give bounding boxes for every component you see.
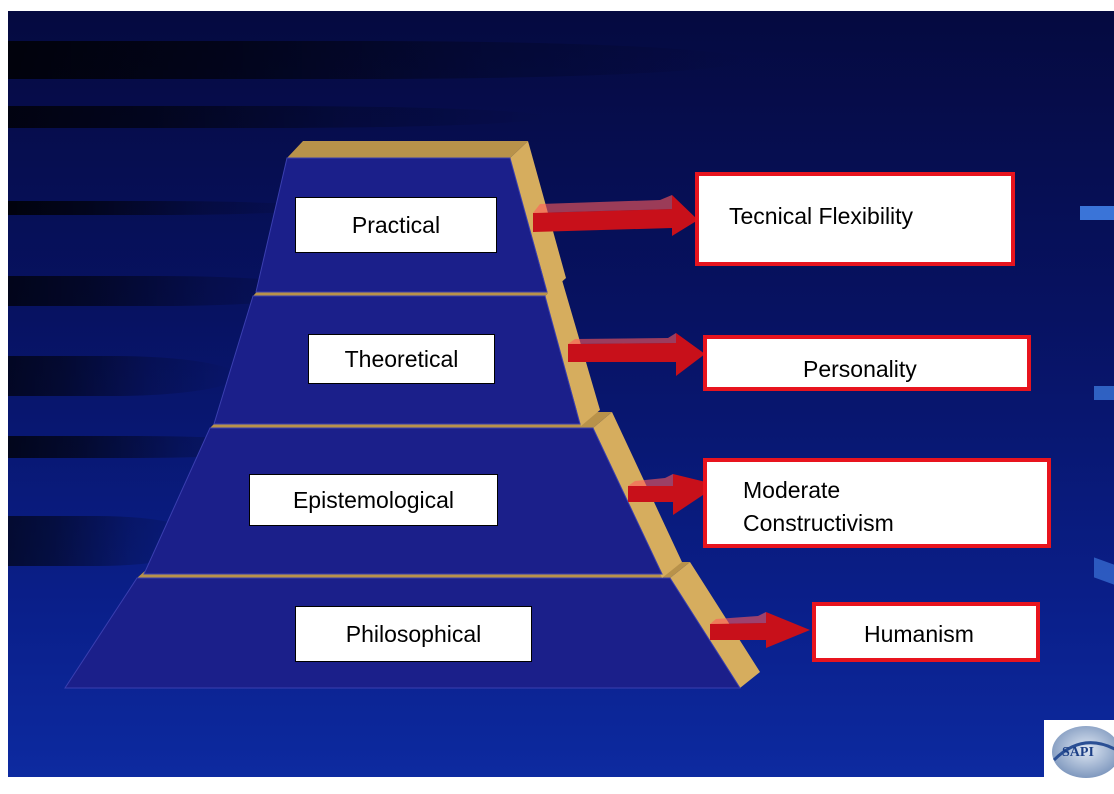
arrow-philosophical <box>710 612 810 648</box>
background-streak <box>8 201 318 215</box>
institution-logo: SAPI <box>1044 720 1114 780</box>
arrow-epistemological <box>628 474 718 515</box>
background-mark <box>1094 386 1114 400</box>
arrow-theoretical <box>568 333 705 376</box>
level-label-epistemological: Epistemological <box>249 474 498 526</box>
background-streak <box>8 41 748 79</box>
pyramid-level-practical-top <box>287 141 528 158</box>
outcome-text: Constructivism <box>743 510 894 536</box>
outcome-text: Personality <box>803 356 917 382</box>
outcome-box-practical: Tecnical Flexibility <box>695 172 1015 266</box>
logo-text: SAPI <box>1062 745 1094 760</box>
level-label-practical: Practical <box>295 197 497 253</box>
level-label-theoretical: Theoretical <box>308 334 495 384</box>
outcome-text: Humanism <box>864 621 974 647</box>
background-streak <box>8 356 238 396</box>
background-streak <box>8 106 548 128</box>
outcome-text: Tecnical Flexibility <box>729 203 914 229</box>
outcome-text: Moderate <box>743 477 841 503</box>
arrow-practical <box>533 195 698 236</box>
institution-seal-icon: SAPI <box>1052 726 1114 778</box>
outcome-box-theoretical: Personality <box>703 335 1031 391</box>
background-mark <box>1080 206 1114 220</box>
outcome-box-epistemological: Moderate Constructivism <box>703 458 1051 548</box>
level-label-philosophical: Philosophical <box>295 606 532 662</box>
outcome-box-philosophical: Humanism <box>812 602 1040 662</box>
